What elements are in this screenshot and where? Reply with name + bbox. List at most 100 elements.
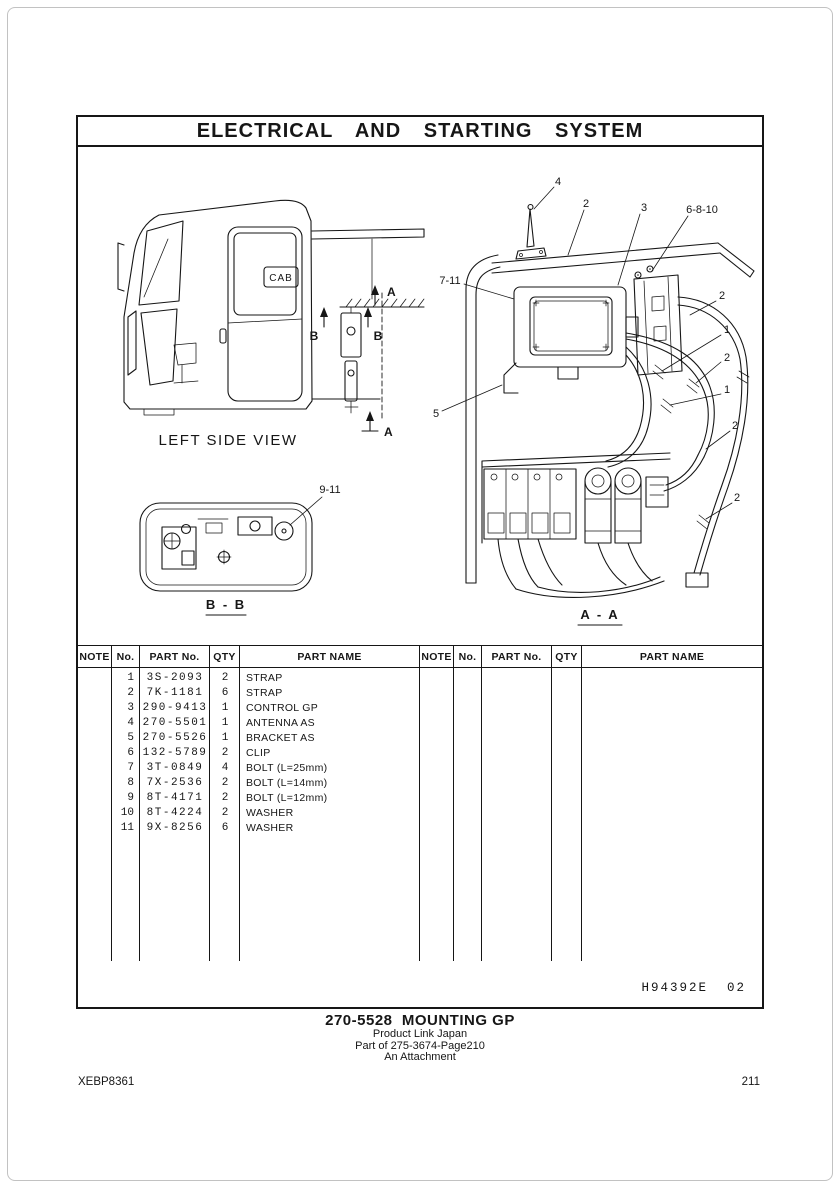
callout-6-8-10: 6-8-10 xyxy=(686,204,718,216)
column-divider xyxy=(581,668,582,961)
cell-part-name: BOLT (L=25mm) xyxy=(246,761,328,774)
table-header-row: NOTE No. PART No. QTY PART NAME NOTE No.… xyxy=(78,645,762,668)
cell-part-no: 132-5789 xyxy=(142,746,208,759)
cell-part-name: BOLT (L=14mm) xyxy=(246,776,328,789)
callout-3: 3 xyxy=(641,202,647,214)
cell-part-no: 290-9413 xyxy=(142,701,208,714)
cell-no: 7 xyxy=(127,761,134,774)
cell-part-name: WASHER xyxy=(246,806,294,819)
section-bb-caption: B - B xyxy=(206,597,246,612)
reference-row: H94392E 02 xyxy=(78,961,762,1007)
cell-part-name: CLIP xyxy=(246,746,271,759)
section-arrow-b-left-label: B xyxy=(310,329,319,343)
callout-1b: 1 xyxy=(724,384,730,396)
header-part-no-left: PART No. xyxy=(140,646,210,667)
column-divider xyxy=(419,668,420,961)
cell-qty: 6 xyxy=(221,686,229,699)
page-number: 211 xyxy=(741,1076,760,1088)
section-aa-caption: A - A xyxy=(580,607,619,622)
cell-part-name: STRAP xyxy=(246,686,283,699)
cell-part-no: 270-5526 xyxy=(142,731,208,744)
page-title: ELECTRICAL AND STARTING SYSTEM xyxy=(196,119,644,142)
cell-no: 3 xyxy=(127,701,134,714)
table-row: 8 7X-2536 2 BOLT (L=14mm) xyxy=(78,775,762,790)
callout-2c: 2 xyxy=(724,352,730,364)
parts-rows: 1 3S-2093 2 STRAP 2 7K-1181 6 STRAP xyxy=(78,668,762,835)
cell-qty: 2 xyxy=(221,746,229,759)
callout-2a: 2 xyxy=(583,198,589,210)
table-row: 11 9X-8256 6 WASHER xyxy=(78,820,762,835)
cell-part-no: 8T-4171 xyxy=(146,791,204,804)
footer-block: 270-5528 MOUNTING GP Product Link Japan … xyxy=(0,1012,840,1064)
section-bb-drawing xyxy=(139,496,323,592)
cell-qty: 6 xyxy=(221,821,229,834)
callout-4: 4 xyxy=(555,176,561,188)
column-divider xyxy=(239,668,240,961)
cell-no: 10 xyxy=(120,806,134,819)
diagram-canvas: CAB A A B B LEFT SIDE VIEW xyxy=(117,176,755,626)
column-divider xyxy=(139,668,140,961)
header-part-name-left: PART NAME xyxy=(240,646,420,667)
parts-table: NOTE No. PART No. QTY PART NAME NOTE No.… xyxy=(78,645,762,1007)
table-row: 9 8T-4171 2 BOLT (L=12mm) xyxy=(78,790,762,805)
column-divider xyxy=(551,668,552,961)
header-qty-left: QTY xyxy=(210,646,240,667)
footer-line-3: Part of 275-3674-Page210 xyxy=(355,1039,485,1052)
callout-7-11: 7-11 xyxy=(439,275,460,287)
cell-part-name: WASHER xyxy=(246,821,294,834)
cell-no: 9 xyxy=(127,791,134,804)
header-no-right: No. xyxy=(454,646,482,667)
table-row: 6 132-5789 2 CLIP xyxy=(78,745,762,760)
table-row: 3 290-9413 1 CONTROL GP xyxy=(78,700,762,715)
callout-2d: 2 xyxy=(732,420,738,432)
header-note-left: NOTE xyxy=(78,646,112,667)
section-arrow-a-bottom-label: A xyxy=(384,425,393,439)
table-row: 5 270-5526 1 BRACKET AS xyxy=(78,730,762,745)
title-bar: ELECTRICAL AND STARTING SYSTEM xyxy=(78,117,762,147)
cell-part-no: 270-5501 xyxy=(142,716,208,729)
section-aa-drawing xyxy=(441,186,755,598)
cell-part-no: 9X-8256 xyxy=(146,821,204,834)
cell-part-name: CONTROL GP xyxy=(246,701,319,714)
cab-drawing xyxy=(117,199,425,432)
table-row: 2 7K-1181 6 STRAP xyxy=(78,685,762,700)
cell-part-no: 7X-2536 xyxy=(146,776,204,789)
left-side-view-caption: LEFT SIDE VIEW xyxy=(158,432,297,449)
header-no-left: No. xyxy=(112,646,140,667)
header-part-no-right: PART No. xyxy=(482,646,552,667)
cell-part-name: STRAP xyxy=(246,671,283,684)
table-row: 4 270-5501 1 ANTENNA AS xyxy=(78,715,762,730)
doc-code: XEBP8361 xyxy=(78,1076,135,1088)
section-arrow-b-right-label: B xyxy=(374,329,383,343)
cell-no: 1 xyxy=(127,671,134,684)
drawing-area: CAB A A B B LEFT SIDE VIEW xyxy=(78,147,762,645)
callout-1a: 1 xyxy=(724,324,730,336)
cell-part-name: BRACKET AS xyxy=(246,731,315,744)
table-row: 1 3S-2093 2 STRAP xyxy=(78,670,762,685)
cell-no: 6 xyxy=(127,746,134,759)
cell-qty: 1 xyxy=(221,716,229,729)
header-note-right: NOTE xyxy=(420,646,454,667)
cell-part-no: 3S-2093 xyxy=(146,671,204,684)
footer-part-title: 270-5528 MOUNTING GP xyxy=(325,1012,515,1029)
column-divider xyxy=(453,668,454,961)
drawing-ref: H94392E 02 xyxy=(641,981,746,995)
table-row: 7 3T-0849 4 BOLT (L=25mm) xyxy=(78,760,762,775)
column-divider xyxy=(111,668,112,961)
cell-qty: 2 xyxy=(221,671,229,684)
cell-no: 5 xyxy=(127,731,134,744)
column-divider xyxy=(481,668,482,961)
cell-no: 8 xyxy=(127,776,134,789)
column-divider xyxy=(209,668,210,961)
cell-part-no: 7K-1181 xyxy=(146,686,204,699)
cell-part-name: BOLT (L=12mm) xyxy=(246,791,328,804)
cell-qty: 2 xyxy=(221,806,229,819)
footer-line-2: Product Link Japan xyxy=(372,1028,468,1040)
section-arrow-a-top-label: A xyxy=(387,285,396,299)
cell-qty: 2 xyxy=(221,791,229,804)
cell-qty: 4 xyxy=(221,761,229,774)
cell-qty: 1 xyxy=(221,701,229,714)
cell-no: 2 xyxy=(127,686,134,699)
callout-2b: 2 xyxy=(719,290,725,302)
